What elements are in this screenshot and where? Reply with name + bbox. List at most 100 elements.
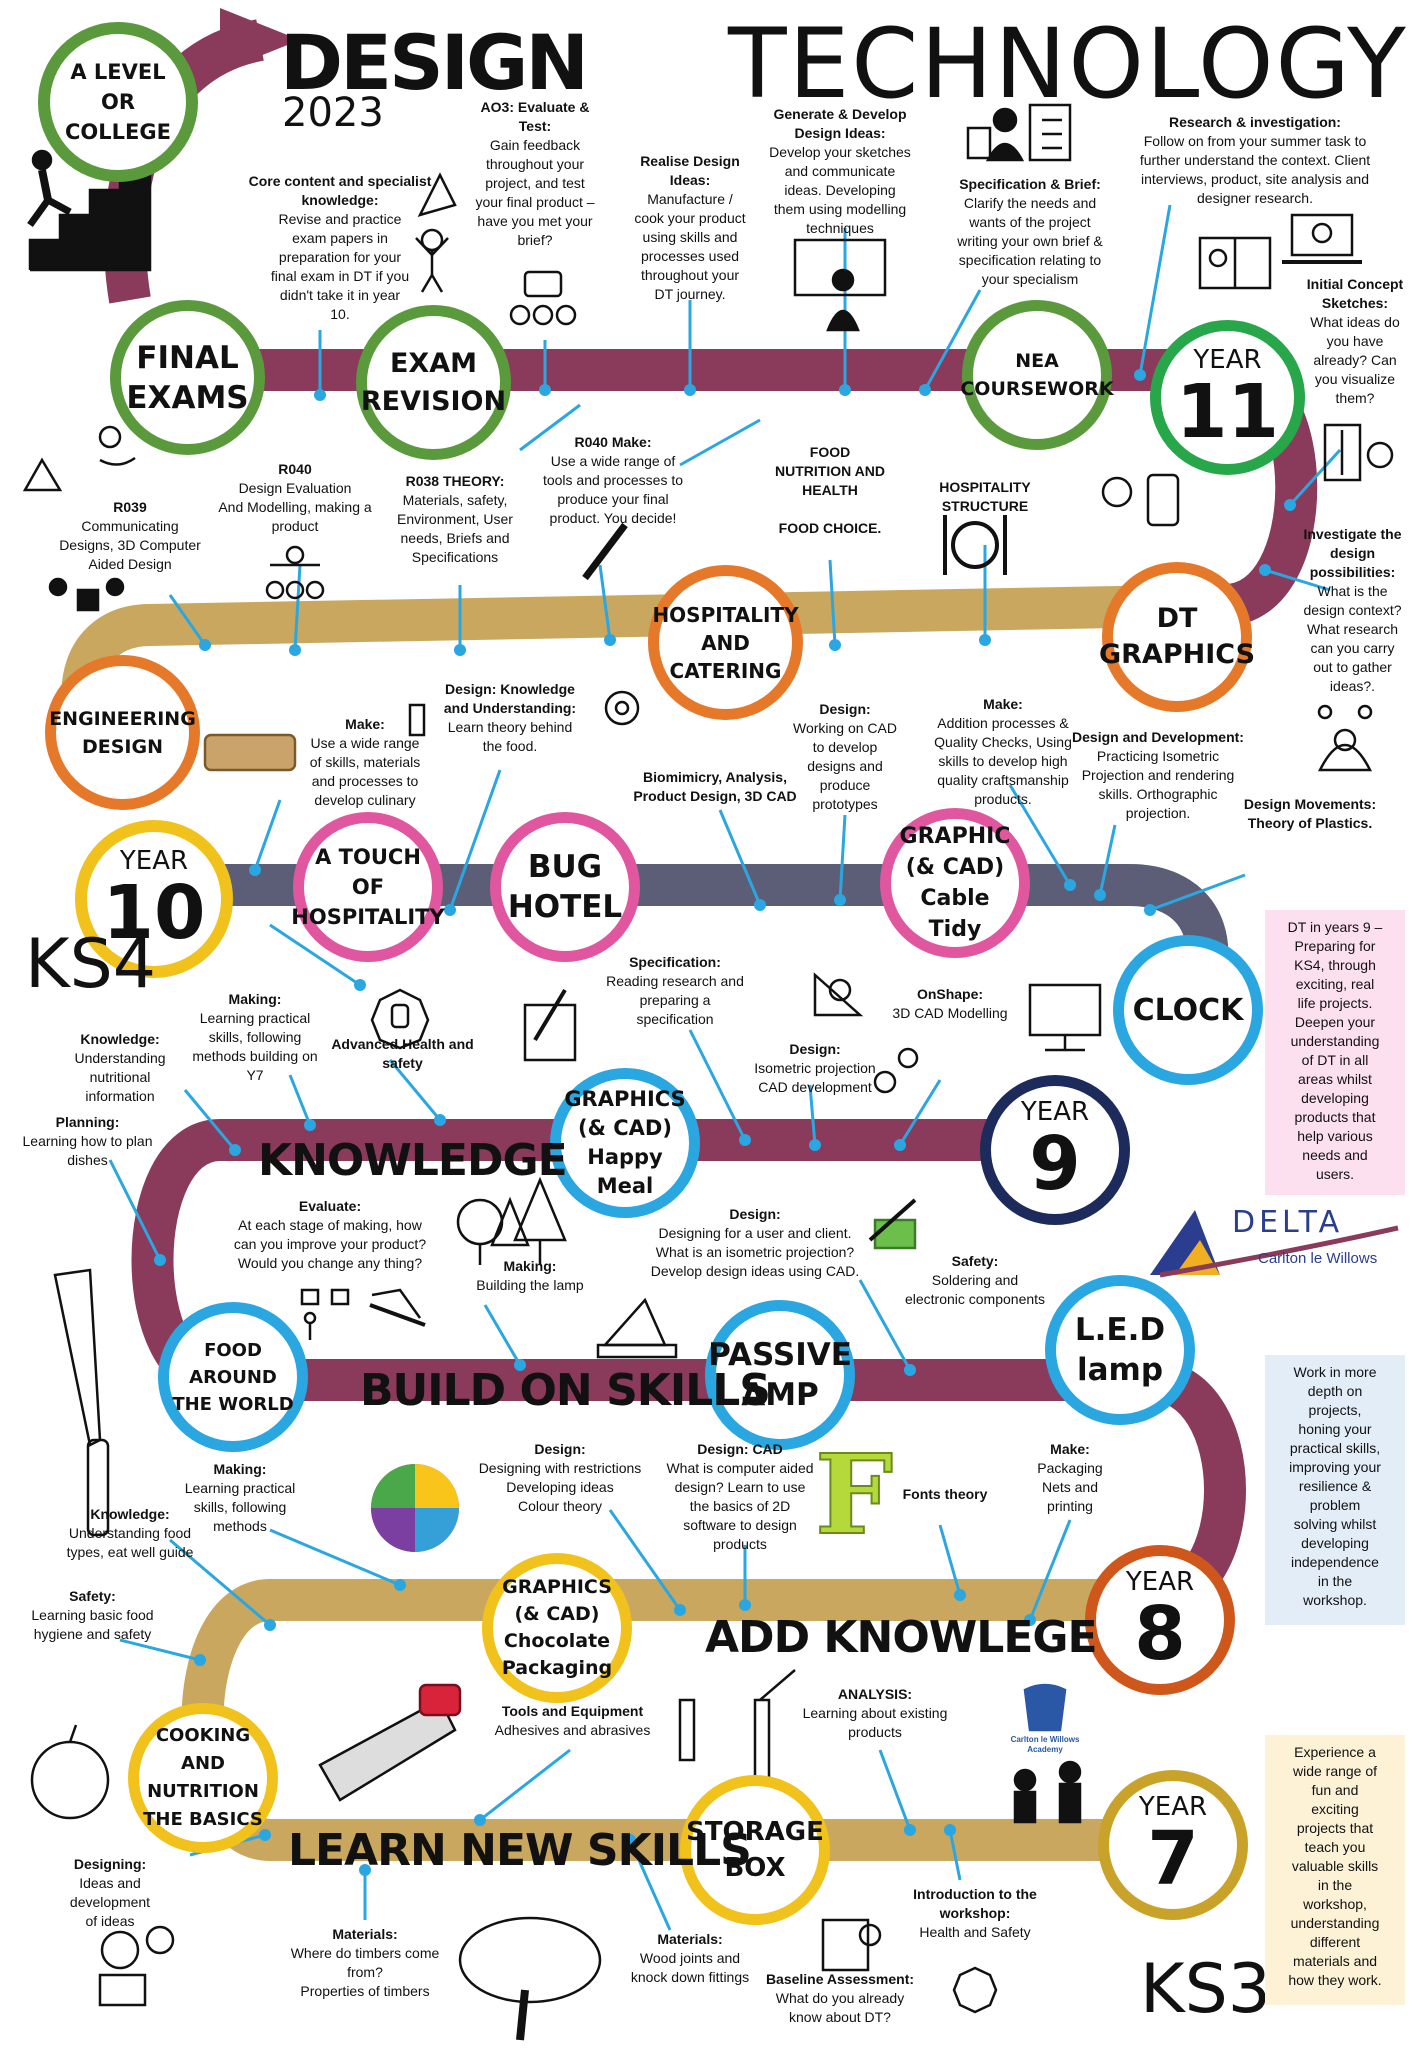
stage-line: AND — [701, 630, 750, 655]
note-line: CAD development — [758, 1079, 872, 1095]
box-line: developing — [1301, 1090, 1369, 1106]
note-line: At each stage of making, how — [238, 1217, 422, 1233]
connector-lines — [108, 204, 1342, 1931]
note-line: Soldering and — [931, 1272, 1019, 1288]
note-line: printing — [1047, 1498, 1093, 1514]
note-line: nutritional — [89, 1069, 151, 1085]
road-label-add-knowlege: ADD KNOWLEGE — [705, 1612, 1098, 1663]
delta-logo-text: DELTA — [1232, 1205, 1344, 1240]
note-line: Learning practical — [199, 1010, 311, 1026]
note-line: processes used — [640, 248, 740, 264]
stage-line: GRAPHIC — [899, 824, 1011, 849]
box-line: honing your — [1298, 1421, 1372, 1437]
connector-dots — [154, 369, 1296, 1876]
stage-exam-revision: EXAM REVISION — [356, 305, 511, 460]
note-line: from? — [347, 1964, 383, 1980]
note-make-add: Make:Addition processes &Quality Checks,… — [918, 695, 1088, 809]
note-line: product — [271, 518, 319, 534]
box-line: workshop. — [1303, 1592, 1367, 1608]
box-line: products that — [1294, 1109, 1376, 1125]
note-line: specification relating to — [958, 252, 1102, 268]
box-line: life projects. — [1297, 995, 1373, 1011]
drafting-tools-icon — [813, 972, 864, 1017]
note-line: writing your own brief & — [957, 233, 1103, 249]
box-line: practical skills, — [1289, 1440, 1381, 1456]
box-line: teach you — [1304, 1839, 1366, 1855]
stage-line: THE WORLD — [172, 1393, 294, 1415]
box-line: needs and — [1302, 1147, 1368, 1163]
note-line: NUTRITION AND — [775, 463, 885, 479]
note-line — [755, 500, 905, 519]
note-line: HEALTH — [802, 482, 858, 498]
note-line: out to gather — [1313, 659, 1392, 675]
note-line: the basics of 2D — [689, 1498, 791, 1514]
year-label: YEAR — [1193, 344, 1262, 375]
note-line: What research — [1306, 621, 1399, 637]
note-r038: R038 THEORY:Materials, safety,Environmen… — [390, 472, 520, 567]
note-line: design? Learn to use — [674, 1479, 806, 1495]
note-line: them using modelling — [773, 201, 907, 217]
year-number: 11 — [1176, 368, 1279, 455]
road-label-knowledge: KNOWLEDGE — [258, 1135, 568, 1186]
year-number: 10 — [102, 870, 206, 956]
apple-icon — [30, 1724, 110, 1820]
assessment-sheet-icon — [821, 1918, 882, 1972]
note-line: Adhesives and abrasives — [494, 1722, 651, 1738]
note-title: Design: — [819, 701, 871, 717]
note-line: Ideas and development — [69, 1875, 151, 1910]
note-line: Reading research and — [606, 973, 744, 989]
key-stage-4: KS4 — [25, 925, 157, 1004]
note-title: Making: — [228, 991, 282, 1007]
note-line: Would you change any thing? — [237, 1255, 423, 1271]
note-line: the food. — [482, 738, 538, 754]
note-design-user: Design:Designing for a user and client.W… — [640, 1205, 870, 1281]
note-line: product. You decide! — [549, 510, 677, 526]
note-line: What is the — [1317, 583, 1388, 599]
note-line: wants of the project — [969, 214, 1091, 230]
note-line: Practicing Isometric — [1096, 748, 1220, 764]
box-line: depth on — [1307, 1383, 1363, 1399]
note-title: Make: — [983, 696, 1023, 712]
wood-joints-icon — [678, 1669, 796, 1782]
note-line: Designs, 3D Computer — [59, 537, 201, 553]
box-line: projects that — [1296, 1820, 1374, 1836]
stage-line: Cable Tidy — [920, 886, 990, 942]
note-title: Design: — [789, 1041, 841, 1057]
note-line: can you improve your product? — [233, 1236, 427, 1252]
road-label-learn-new-skills: LEARN NEW SKILLS — [288, 1825, 752, 1876]
stage-cooking-nutrition: COOKING AND NUTRITION THE BASICS — [128, 1703, 278, 1853]
note-generate: Generate & Develop Design Ideas:Develop … — [760, 105, 920, 238]
note-design-ku: Design: Knowledge and Understanding:Lear… — [435, 680, 585, 756]
note-line: knock down fittings — [630, 1969, 750, 1985]
people-building-icon — [48, 577, 125, 612]
note-line: develop culinary — [314, 792, 416, 808]
note-line: already? Can — [1313, 352, 1397, 368]
note-title: Make: — [1050, 1441, 1090, 1457]
note-line: Nets and — [1041, 1479, 1099, 1495]
note-title: Design: — [729, 1206, 781, 1222]
note-line: What is computer aided — [666, 1460, 814, 1476]
note-line: Revise and practice — [278, 211, 402, 227]
note-line: What ideas do — [1310, 314, 1400, 330]
stage-food-around-the-world: FOOD AROUND THE WORLD — [158, 1302, 308, 1452]
note-title: Research & investigation: — [1169, 114, 1341, 130]
box-line: Preparing for — [1294, 938, 1376, 954]
cutlery-plate-icon — [943, 515, 1007, 575]
stage-line: FOOD AROUND — [189, 1339, 277, 1388]
note-line: and communicate — [784, 163, 896, 179]
note-title: Specification & Brief: — [959, 176, 1101, 192]
box-line: Experience a — [1294, 1744, 1376, 1760]
note-line: can you carry — [1310, 640, 1395, 656]
note-line: Learning practical — [184, 1480, 296, 1496]
box-line: projects, — [1308, 1402, 1362, 1418]
